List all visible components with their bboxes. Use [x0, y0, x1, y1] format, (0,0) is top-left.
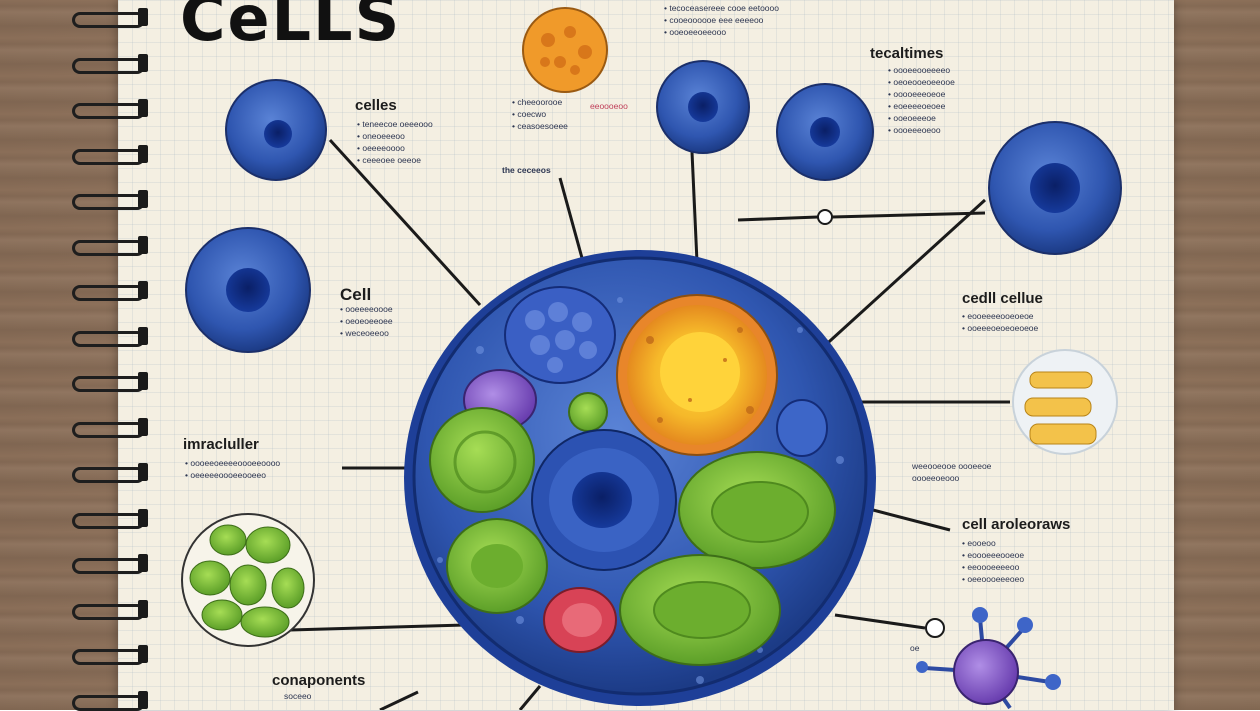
spiral-ring	[72, 326, 150, 347]
label-cell: Cell	[340, 285, 372, 304]
spiral-ring	[72, 554, 150, 574]
notes-right-mid: weeooeooe oooeeoe oooeeoeooo	[912, 461, 992, 483]
green-cluster-cell	[181, 513, 315, 647]
spiral-ring	[72, 281, 150, 301]
label-celles: celles	[355, 97, 397, 114]
blue-cell-top-left	[225, 79, 327, 181]
spiral-ring	[72, 417, 150, 438]
orange-cell-top	[522, 7, 608, 93]
blue-cell-left	[185, 227, 311, 353]
label-intracellular: imracluller	[183, 436, 259, 453]
notes-celles: • teneecoe oeeeooo • oneoeeeoo • oeeeeoo…	[357, 119, 433, 165]
notes-top-center: • cheeoorooe • coecwo • ceasoesoeee	[512, 97, 568, 131]
label-components: conaponents	[272, 672, 366, 689]
spiral-ring	[72, 690, 150, 711]
spiral-ring	[72, 144, 150, 165]
spiral-ring	[72, 99, 150, 119]
red-note: eeoooeoo	[590, 101, 628, 111]
spiral-ring	[72, 53, 150, 74]
blue-cell-top-right	[776, 83, 874, 181]
main-cell	[404, 250, 876, 706]
notes-cell: • ooeeeeoooe • oeoeoeeoee • weceoeeoo	[340, 304, 393, 338]
small-center-label: the ceceeos	[502, 165, 551, 175]
blue-cell-right-large	[988, 121, 1122, 255]
page-title: CeLLS	[180, 0, 402, 55]
spiral-ring	[72, 463, 150, 483]
notes-cell-culture: • eooeeeeooeoeoe • ooeeeoeoeoeoeoe	[962, 311, 1039, 333]
notes-bottom-right: oe	[910, 643, 920, 653]
spiral-ring	[72, 8, 150, 28]
notes-components: soceeo	[284, 691, 312, 701]
label-cell-culture: cedll cellue	[962, 290, 1043, 307]
spiral-ring	[72, 372, 150, 392]
notes-cell-accessories: • eooeoo • eoooeeeooeoe • eeoooeeeeoo • …	[962, 538, 1025, 584]
spiral-ring	[72, 190, 150, 210]
golgi-stack	[1012, 349, 1118, 455]
spiral-ring	[72, 508, 150, 529]
connector-dot	[817, 209, 833, 225]
blue-cell-top-center	[656, 60, 750, 154]
virus-particle	[916, 607, 1061, 710]
leader-lines	[289, 138, 1010, 710]
notes-top-header: • tecoceasereee cooe eetoooo • cooeooooo…	[664, 3, 779, 37]
label-technologies: tecaltimes	[870, 45, 944, 62]
spiral-ring	[72, 235, 150, 256]
connector-dot	[925, 618, 945, 638]
notes-intracellular: • oooeeoeeeeoooeeoooo • oeeeeeoooeeooeeo	[185, 458, 281, 480]
spiral-ring	[72, 645, 150, 665]
notes-technologies: • oooeeooeeeeo • oeoeooeoeeooe • ooooeee…	[888, 65, 955, 135]
spiral-ring	[72, 599, 150, 620]
label-cell-accessories: cell aroleoraws	[962, 516, 1071, 533]
